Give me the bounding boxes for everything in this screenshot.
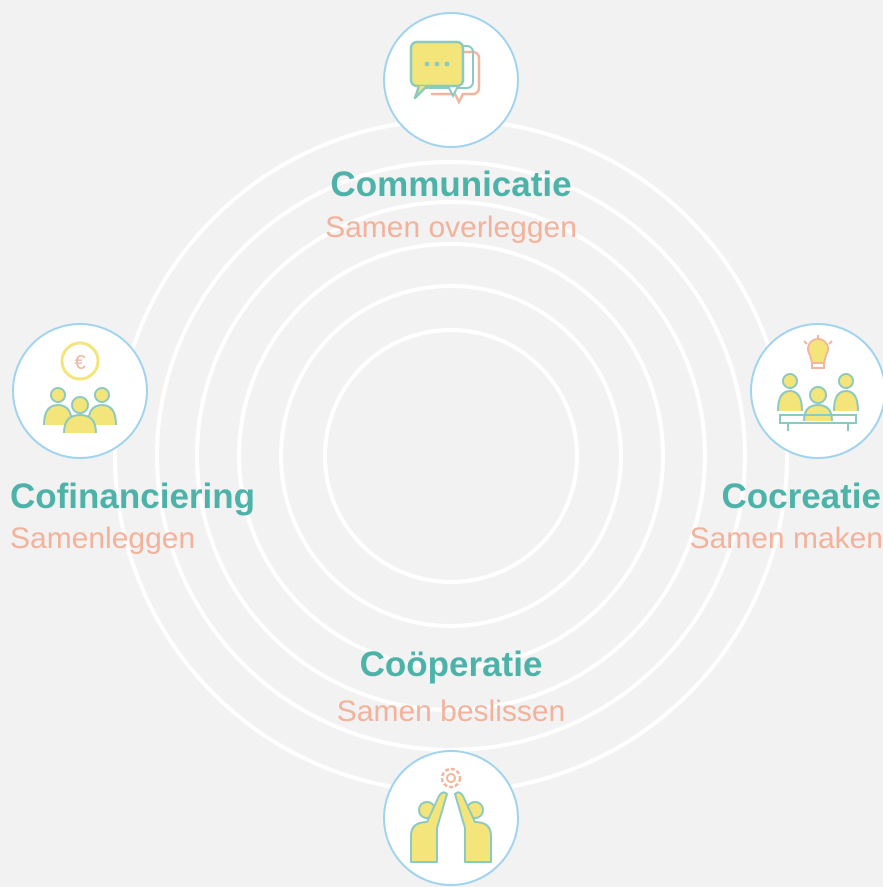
cocreatie-title: Cocreatie [721,477,881,516]
cocreatie-subtitle: Samen maken [689,522,883,555]
group-euro-coin-icon: € [43,341,117,434]
cooperatie-node [383,750,519,886]
ring-1 [323,328,579,584]
communicatie-node [383,12,519,148]
speech-bubbles-icon [409,40,481,105]
ring-3 [237,242,665,670]
ring-4 [195,200,707,712]
team-idea-lightbulb-icon [777,335,859,431]
svg-text:€: € [74,352,85,374]
cofinanciering-title: Cofinanciering [10,477,256,516]
ring-2 [279,284,623,628]
communicatie-subtitle: Samen overleggen [325,211,577,244]
cofinanciering-subtitle: Samenleggen [10,522,196,555]
cofinanciering-node: € [12,323,148,459]
cocreatie-node [750,323,883,459]
cooperatie-title: Coöperatie [359,645,543,684]
high-five-gear-icon [410,767,492,863]
communicatie-title: Communicatie [330,165,572,204]
cooperatie-subtitle: Samen beslissen [336,695,566,728]
